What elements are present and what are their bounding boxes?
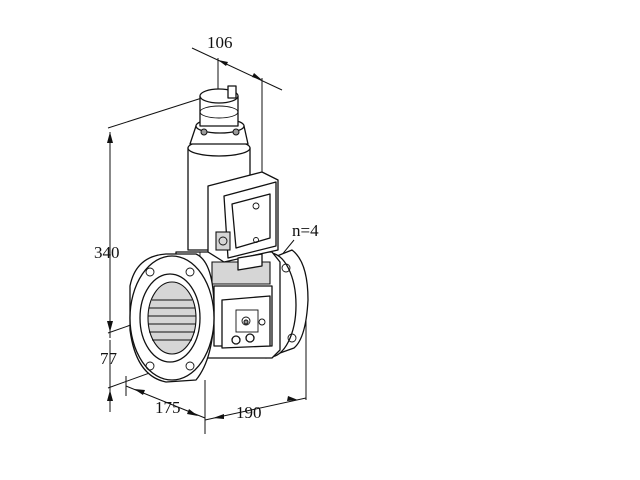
dim-top-offset: 106	[207, 33, 233, 52]
bolt-count-label: n=4	[292, 221, 319, 240]
dim-axis-height: 77	[100, 349, 118, 368]
front-flange	[129, 253, 215, 383]
dim-body-width: 190	[236, 403, 262, 422]
dim-overall-height: 340	[94, 243, 120, 262]
strainer-mesh	[148, 299, 196, 341]
coil-housing	[207, 171, 279, 271]
dim-flange-offset: 175	[155, 398, 181, 417]
